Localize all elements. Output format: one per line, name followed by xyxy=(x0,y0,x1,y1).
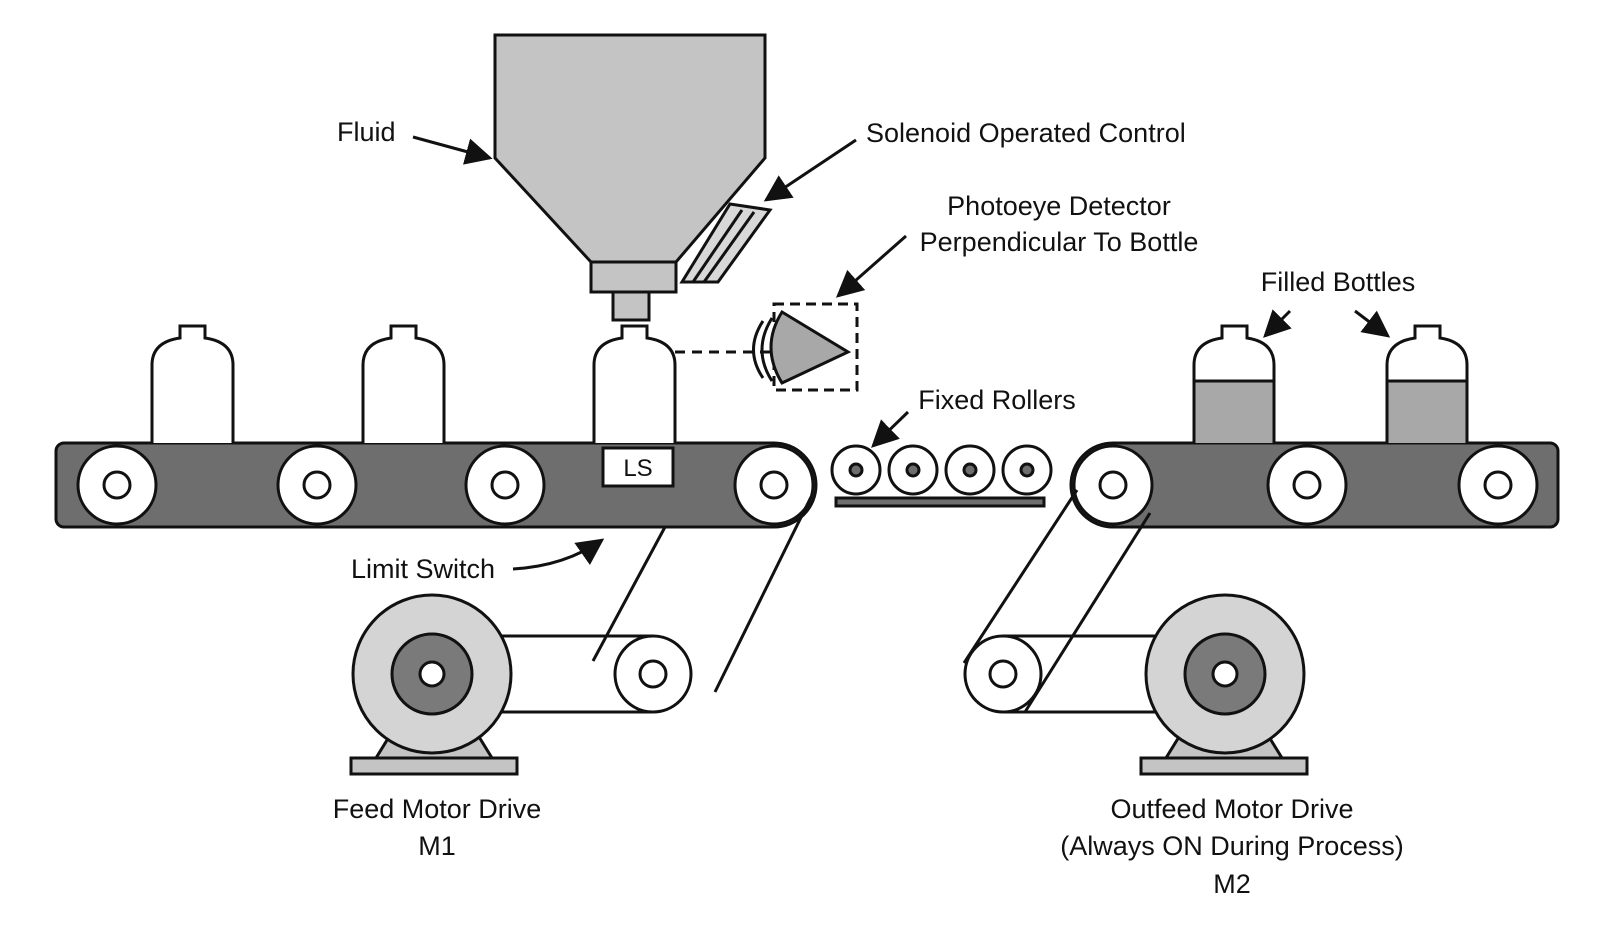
limit-switch-arrow xyxy=(512,538,605,571)
outfeed-conveyor xyxy=(1069,441,1560,529)
outfeed-motor-label-line2: (Always ON During Process) xyxy=(1060,831,1404,861)
outfeed-idler-pulley xyxy=(963,634,1043,714)
feed-idler-pulley xyxy=(613,634,693,714)
fixed-rollers-arrow xyxy=(871,410,910,448)
filled-bottles-group xyxy=(1192,324,1469,443)
limit-switch-box-label: LS xyxy=(623,455,652,482)
fluid-label: Fluid xyxy=(337,117,396,147)
feed-conveyor-rollers xyxy=(76,444,815,526)
feed-motor xyxy=(349,593,519,776)
photoeye-arrow xyxy=(835,234,907,298)
outfeed-motor-label-line3: M2 xyxy=(1213,869,1251,899)
photoeye-detector xyxy=(675,302,859,392)
fixed-rollers xyxy=(830,444,1053,508)
fluid-arrow xyxy=(412,135,493,165)
photoeye-label-line2: Perpendicular To Bottle xyxy=(920,227,1199,257)
solenoid-label: Solenoid Operated Control xyxy=(866,118,1186,148)
filled-bottle-arrow-2 xyxy=(1354,309,1391,338)
photoeye-label-line1: Photoeye Detector xyxy=(947,191,1171,221)
outfeed-conveyor-rollers xyxy=(1072,444,1539,526)
solenoid-valve xyxy=(679,202,773,284)
solenoid-arrow xyxy=(763,138,857,202)
outfeed-motor-label-line1: Outfeed Motor Drive xyxy=(1110,794,1353,824)
filled-bottles-label: Filled Bottles xyxy=(1261,267,1416,297)
fluid-hopper xyxy=(493,33,767,322)
feed-motor-label-line2: M1 xyxy=(418,831,456,861)
outfeed-motor xyxy=(1139,593,1309,776)
leader-arrows xyxy=(412,135,1391,571)
empty-bottles xyxy=(150,324,677,443)
fixed-rollers-label: Fixed Rollers xyxy=(918,385,1076,415)
feed-motor-label-line1: Feed Motor Drive xyxy=(333,794,542,824)
limit-switch-box: LS xyxy=(601,446,675,488)
limit-switch-label: Limit Switch xyxy=(351,554,495,584)
feed-conveyor xyxy=(54,441,818,529)
filled-bottle-arrow-1 xyxy=(1263,309,1292,338)
